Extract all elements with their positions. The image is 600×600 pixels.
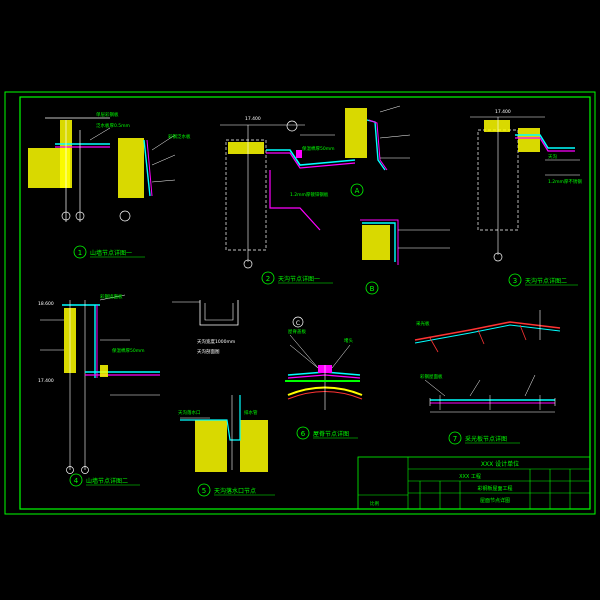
detail-7-note-b: 彩钢屋面板: [420, 373, 443, 380]
detail-1-number: 1: [78, 249, 82, 257]
detail-4-title: 山墙节点详图二: [86, 477, 128, 485]
detail-6-note-b: 堵头: [344, 337, 353, 344]
detail-2-title: 天沟节点详图一: [278, 275, 320, 283]
detail-4-number-circle: [69, 473, 83, 487]
detail-1-note-b: 泛水板厚0.5mm: [96, 122, 130, 129]
detail-5-note-a: 天沟落水口: [178, 409, 201, 416]
detail-3-number: 3: [513, 277, 517, 285]
detail-3-number-circle: [508, 273, 522, 287]
detail-7-title: 采光板节点详图: [465, 435, 507, 443]
detail-6-title: 屋脊节点详图: [313, 430, 349, 438]
detail-4-elev: 18.600: [38, 301, 54, 307]
detail-1-number-circle: [73, 245, 87, 259]
detail-3-title: 天沟节点详图二: [525, 277, 567, 285]
detail-7-number: 7: [453, 435, 457, 443]
marker-c-label: C: [296, 320, 300, 327]
detail-5-note-b: 排水管: [244, 409, 258, 416]
marker-b-label: B: [370, 285, 375, 293]
detail-2-note-c: 1.2mm厚镀锌钢板: [290, 191, 329, 198]
detail-7-number-circle: [448, 431, 462, 445]
detail-7-drawing: [414, 310, 561, 413]
detail-5-mid-label: 天沟剖面图: [197, 348, 220, 355]
detail-3-note-a: 天沟: [548, 153, 557, 160]
inner-frame: [19, 96, 591, 510]
marker-a-label: A: [355, 187, 360, 195]
detail-2-number-circle: [261, 271, 275, 285]
title-company: XXX 设计单位: [481, 460, 519, 468]
detail-a-drawing: [345, 105, 411, 171]
detail-1-drawing: [28, 117, 176, 222]
marker-b-circle: [365, 281, 379, 295]
title-subtitle: 彩钢板屋面工程: [477, 485, 512, 492]
marker-c-circle: [292, 316, 304, 328]
detail-6-number-circle: [296, 426, 310, 440]
title-block: [357, 456, 591, 510]
detail-5-top-note: 天沟宽度1000mm: [197, 338, 235, 345]
detail-4-elev-2: 17.400: [38, 378, 54, 384]
detail-7-note-a: 采光板: [416, 320, 430, 327]
title-drawing-name: 屋面节点详图: [480, 497, 510, 504]
detail-5-number-circle: [197, 483, 211, 497]
detail-4-number: 4: [74, 477, 79, 485]
detail-1-title: 山墙节点详图一: [90, 249, 132, 257]
marker-a-circle: [350, 183, 364, 197]
detail-5-title: 天沟落水口节点: [214, 487, 256, 495]
detail-5-number: 5: [202, 487, 206, 495]
detail-2-note-a-small: 彩钢泛水板: [168, 133, 191, 140]
detail-5-drawing: 天沟宽度1000mm 天沟剖面图: [172, 300, 268, 472]
detail-4-note-a: 彩钢墙面板: [100, 293, 123, 300]
title-project: XXX 工程: [459, 473, 481, 480]
detail-4-note-b: 保温棉厚50mm: [112, 347, 145, 354]
detail-2-elev: 17.400: [245, 116, 261, 122]
detail-6-number: 6: [301, 430, 306, 438]
detail-3-drawing: 17.400: [470, 109, 580, 262]
detail-6-drawing: [285, 334, 363, 410]
detail-6-note-a: 屋脊盖板: [288, 328, 306, 335]
title-scale: 比例: [370, 500, 379, 507]
outer-frame: [4, 91, 596, 515]
detail-2-drawing: 17.400: [220, 116, 356, 269]
detail-4-drawing: 18.600 17.400: [38, 294, 160, 474]
detail-1-note-a: 单层彩钢板: [96, 111, 119, 118]
detail-b-drawing: [360, 219, 450, 265]
detail-3-elev: 17.400: [495, 109, 511, 115]
detail-2-number: 2: [266, 275, 270, 283]
detail-2-note-b: 保温棉厚50mm: [302, 145, 335, 152]
detail-3-note-b: 1.2mm厚不锈钢: [548, 178, 582, 185]
